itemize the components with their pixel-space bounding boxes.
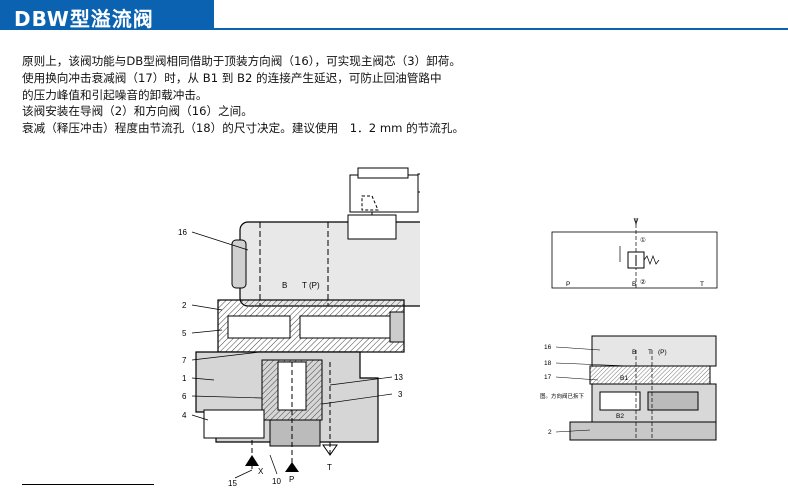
main-section-drawing: 16 2 5 7 1 6 4 13 3 15 10 B T (P) X P T [178, 167, 420, 488]
port-x-label: X [258, 467, 264, 476]
callout-4: 4 [182, 411, 187, 420]
callout-13: 13 [394, 373, 403, 382]
port-p-label: P [289, 475, 294, 484]
symbol-port-t: T [700, 281, 704, 288]
callout-15: 15 [228, 479, 237, 488]
callout-2: 2 [182, 301, 187, 310]
paragraph-line-4: 该阀安装在导阀（2）和方向阀（16）之间。 [22, 104, 253, 119]
callout-6: 6 [182, 392, 187, 401]
paragraph-line-5: 衰减（释压冲击）程度由节流孔（18）的尺寸决定。建议使用 1．2 mm 的节流孔… [22, 121, 465, 136]
paragraph-line-3: 的压力峰值和引起噪音的卸载冲击。 [22, 87, 208, 102]
detail-port-tp: (P) [658, 349, 667, 356]
detail-callout-16: 16 [544, 344, 552, 351]
detail-note: 图。方向阀已拆下 [540, 392, 585, 400]
port-tp-label: T (P) [302, 281, 320, 290]
symbol-port-p: P [566, 281, 570, 288]
callout-7: 7 [182, 356, 187, 365]
detail-callout-2: 2 [548, 429, 552, 436]
detail-label-b1: B1 [620, 375, 628, 382]
symbol-port-b: B [632, 281, 636, 288]
detail-callout-18: 18 [544, 360, 552, 367]
callout-1: 1 [182, 374, 187, 383]
detail-port-t: T [648, 349, 652, 356]
detail-port-b: B [632, 349, 636, 356]
detail-label-b2: B2 [616, 413, 624, 420]
paragraph-line-2: 使用换向冲击衰减阀（17）时，从 B1 到 B2 的连接产生延迟，可防止回油管路… [22, 70, 442, 85]
port-b-label: B [282, 281, 287, 290]
callout-5: 5 [182, 329, 187, 338]
symbol-num-1: ① [640, 236, 646, 244]
page-title: DBW型溢流阀 [14, 7, 154, 31]
paragraph-line-1: 原则上，该阀功能与DB型阀相同借助于顶装方向阀（16），可实现主阀芯（3）卸荷。 [22, 54, 461, 68]
callout-10: 10 [272, 477, 281, 486]
hydraulic-symbol: ① ② P B T [551, 217, 718, 289]
detail-section-drawing: 16 18 17 2 B T (P) B1 B2 图。方向阀已拆下 [540, 335, 717, 441]
header-rule [214, 28, 788, 30]
callout-16: 16 [178, 228, 187, 237]
header-bar: DBW型溢流阀 [0, 0, 214, 31]
detail-callout-17: 17 [544, 374, 552, 381]
port-t-label: T [327, 463, 332, 472]
symbol-num-2: ② [640, 278, 646, 286]
description-text: 原则上，该阀功能与DB型阀相同借助于顶装方向阀（16），可实现主阀芯（3）卸荷。… [22, 53, 722, 137]
footnote-rule [22, 484, 154, 485]
callout-3: 3 [398, 390, 403, 399]
